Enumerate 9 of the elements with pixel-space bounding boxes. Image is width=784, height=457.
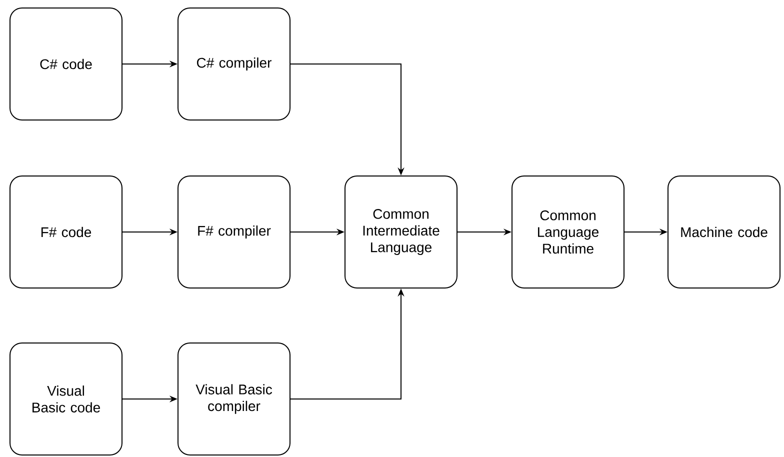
process-box: F# compiler	[178, 176, 290, 288]
process-box: C# code	[10, 8, 122, 120]
process-box: Visual Basic code	[10, 342, 122, 456]
process-box: C# compiler	[178, 8, 290, 120]
process-box: Common Language Runtime	[512, 176, 624, 288]
process-box: F# code	[10, 176, 122, 288]
process-box: Machine code	[668, 176, 780, 288]
process-box: Common Intermediate Language	[344, 176, 458, 288]
process-box: Visual Basic compiler	[178, 342, 290, 456]
